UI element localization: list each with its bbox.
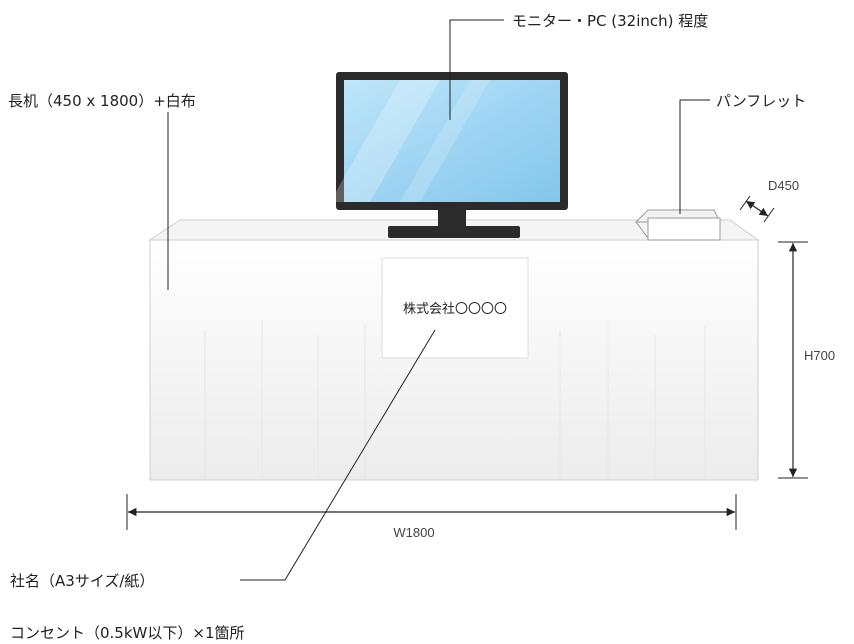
depth-dimension: D450 xyxy=(739,178,799,223)
monitor-leader xyxy=(449,19,504,120)
pamphlet-leader xyxy=(679,99,710,214)
monitor-stand xyxy=(388,226,520,238)
company-sign: 株式会社〇〇〇〇 xyxy=(381,257,529,359)
table-label: 長机（450 x 1800）+白布 xyxy=(8,92,196,110)
pamphlet-label: パンフレット xyxy=(716,92,806,110)
height-label: H700 xyxy=(804,348,835,363)
monitor xyxy=(330,72,568,238)
outlet-label: コンセント（0.5kW以下）×1箇所 xyxy=(10,624,245,642)
company-name-label: 社名（A3サイズ/紙） xyxy=(10,572,154,590)
height-dimension: H700 xyxy=(778,241,835,479)
width-label: W1800 xyxy=(393,525,434,540)
depth-label: D450 xyxy=(768,178,799,193)
cloth-folds xyxy=(204,320,706,478)
monitor-screen xyxy=(344,80,560,202)
company-name-leader xyxy=(240,329,436,581)
monitor-label: モニター・PC (32inch) 程度 xyxy=(512,12,708,30)
screen-glare xyxy=(330,80,440,202)
company-sign-text: 株式会社〇〇〇〇 xyxy=(403,301,507,317)
monitor-neck xyxy=(438,210,466,226)
pamphlet-stack xyxy=(634,209,721,241)
leader-lines xyxy=(167,19,710,581)
width-dimension: W1800 xyxy=(126,494,737,540)
